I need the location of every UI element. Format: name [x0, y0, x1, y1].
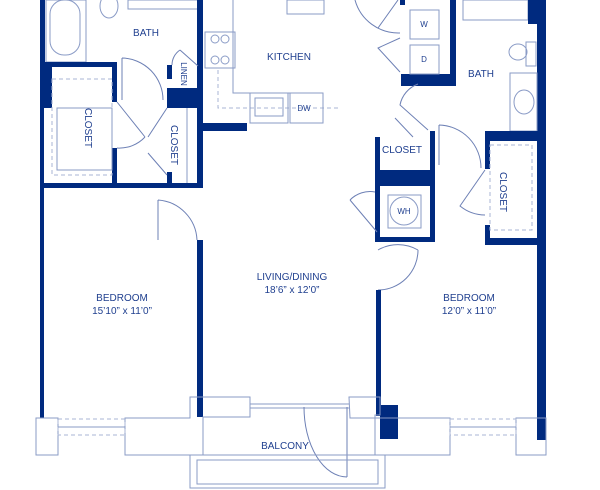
appliance-label-washer: W [420, 20, 428, 29]
room-label-closet-right-small: CLOSET [382, 145, 422, 156]
room-label-closet-left-small: CLOSET [168, 125, 179, 165]
appliance-label-water-heater: WH [397, 207, 411, 216]
range-icon [204, 31, 236, 69]
toilet-icon [99, 0, 119, 19]
water-heater-icon [387, 194, 422, 229]
toilet-icon-right [508, 43, 528, 61]
room-size-bedroom-left: 15’10” x 11’0” [92, 306, 152, 317]
room-label-balcony: BALCONY [261, 441, 309, 452]
refrigerator [286, 0, 325, 15]
room-label-closet-left-large: CLOSET [82, 108, 93, 148]
room-label-bath-right: BATH [468, 69, 494, 80]
room-size-bedroom-right: 12’0” x 11’0” [442, 306, 496, 317]
room-label-bath-left: BATH [133, 28, 159, 39]
bathtub-right [462, 0, 529, 21]
dryer-icon [409, 44, 440, 75]
appliance-label-dryer: D [421, 55, 427, 64]
room-label-linen: LINEN [179, 62, 188, 86]
sink-icon [249, 92, 289, 124]
room-label-bedroom-left: BEDROOM [96, 293, 148, 304]
room-label-kitchen: KITCHEN [267, 52, 311, 63]
appliance-label-dishwasher: DW [297, 104, 311, 113]
balcony: BALCONY [189, 441, 386, 489]
balcony-door [303, 406, 348, 478]
vanity [127, 0, 201, 10]
kitchen: KITCHEN DW [204, 0, 340, 124]
room-label-bedroom-right: BEDROOM [443, 293, 495, 304]
room-label-closet-right-large: CLOSET [497, 172, 508, 212]
room-size-living-dining: 18’6” x 12’0” [264, 285, 319, 296]
washer-icon [409, 9, 440, 40]
room-label-living-dining: LIVING/DINING [257, 272, 328, 283]
